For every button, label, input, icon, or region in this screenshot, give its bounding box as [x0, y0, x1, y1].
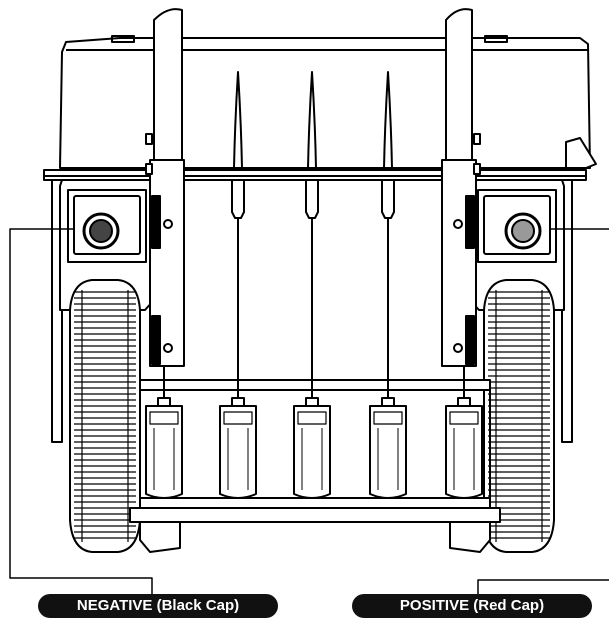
pen-3 — [293, 71, 331, 499]
pen-5 — [445, 366, 483, 499]
pointer-lines — [9, 228, 609, 594]
red-cap-icon — [504, 212, 542, 250]
hood — [59, 35, 597, 169]
negative-label: NEGATIVE (Black Cap) — [38, 594, 278, 618]
positive-label: POSITIVE (Red Cap) — [352, 594, 592, 618]
pen-4 — [369, 71, 407, 499]
lower-frame — [129, 379, 501, 553]
pen-1 — [145, 366, 183, 499]
right-upright — [441, 8, 481, 367]
top-plate — [43, 169, 587, 181]
left-wheel — [69, 279, 141, 553]
pen-2 — [219, 71, 257, 499]
right-wheel — [483, 279, 555, 553]
left-upright — [145, 8, 185, 367]
pen-group — [145, 71, 483, 499]
black-cap-icon — [82, 212, 120, 250]
